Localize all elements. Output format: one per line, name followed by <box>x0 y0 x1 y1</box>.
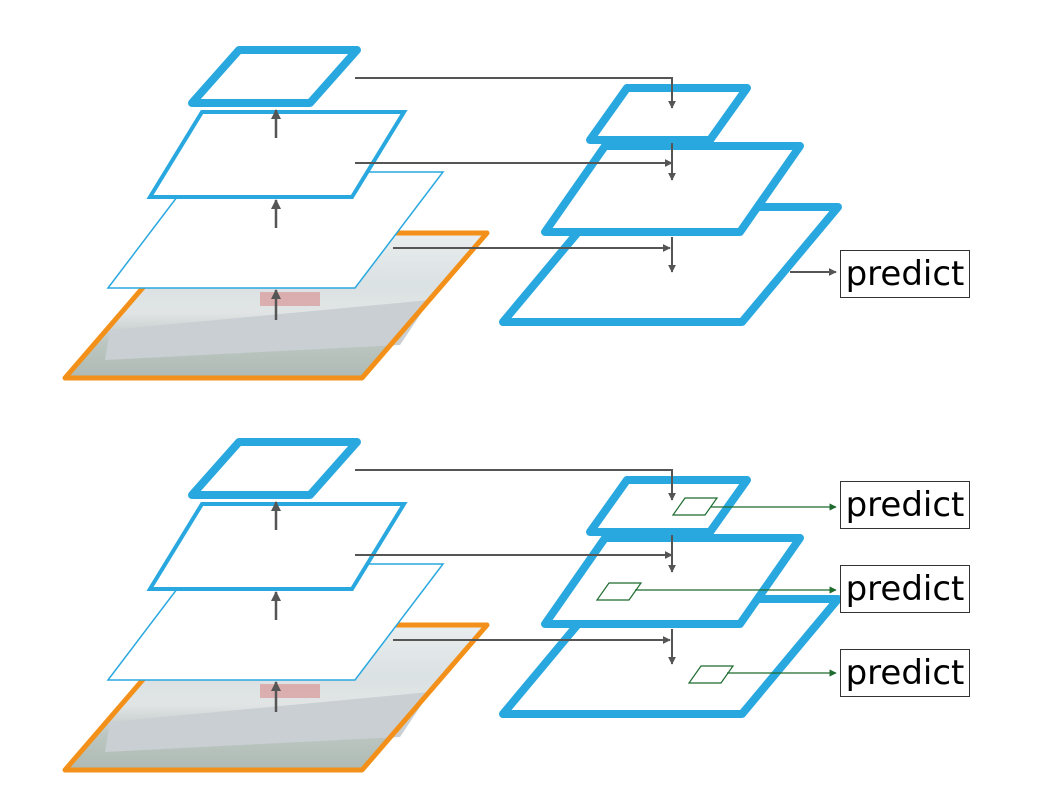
predict-box-top-level: predict <box>840 481 970 529</box>
top-down-level-2 <box>541 534 804 628</box>
predict-box-middle-level: predict <box>840 565 970 613</box>
lateral-arrow-top <box>355 77 676 109</box>
top-down-level-3 <box>586 476 751 536</box>
boat-hull <box>105 300 430 360</box>
bottom-up-level-2 <box>146 110 408 199</box>
boat-crew <box>260 684 320 698</box>
top-panel <box>62 46 842 381</box>
lateral-arrow-top <box>355 469 676 501</box>
boat-crew <box>260 292 320 306</box>
predict-box: predict <box>840 250 970 298</box>
boat-hull <box>105 692 430 752</box>
bottom-up-level-1 <box>106 563 445 681</box>
bottom-up-level-3 <box>188 438 361 499</box>
anchor-window <box>595 582 643 601</box>
bottom-up-level-3 <box>188 46 361 107</box>
bottom-panel <box>62 438 842 773</box>
top-down-level-3 <box>586 84 751 144</box>
anchor-window <box>671 497 719 516</box>
predict-box-bottom-level: predict <box>840 649 970 697</box>
bottom-up-level-2 <box>146 502 408 591</box>
top-down-level-2 <box>541 142 804 236</box>
bottom-up-level-1 <box>106 171 445 289</box>
anchor-window <box>687 665 735 684</box>
